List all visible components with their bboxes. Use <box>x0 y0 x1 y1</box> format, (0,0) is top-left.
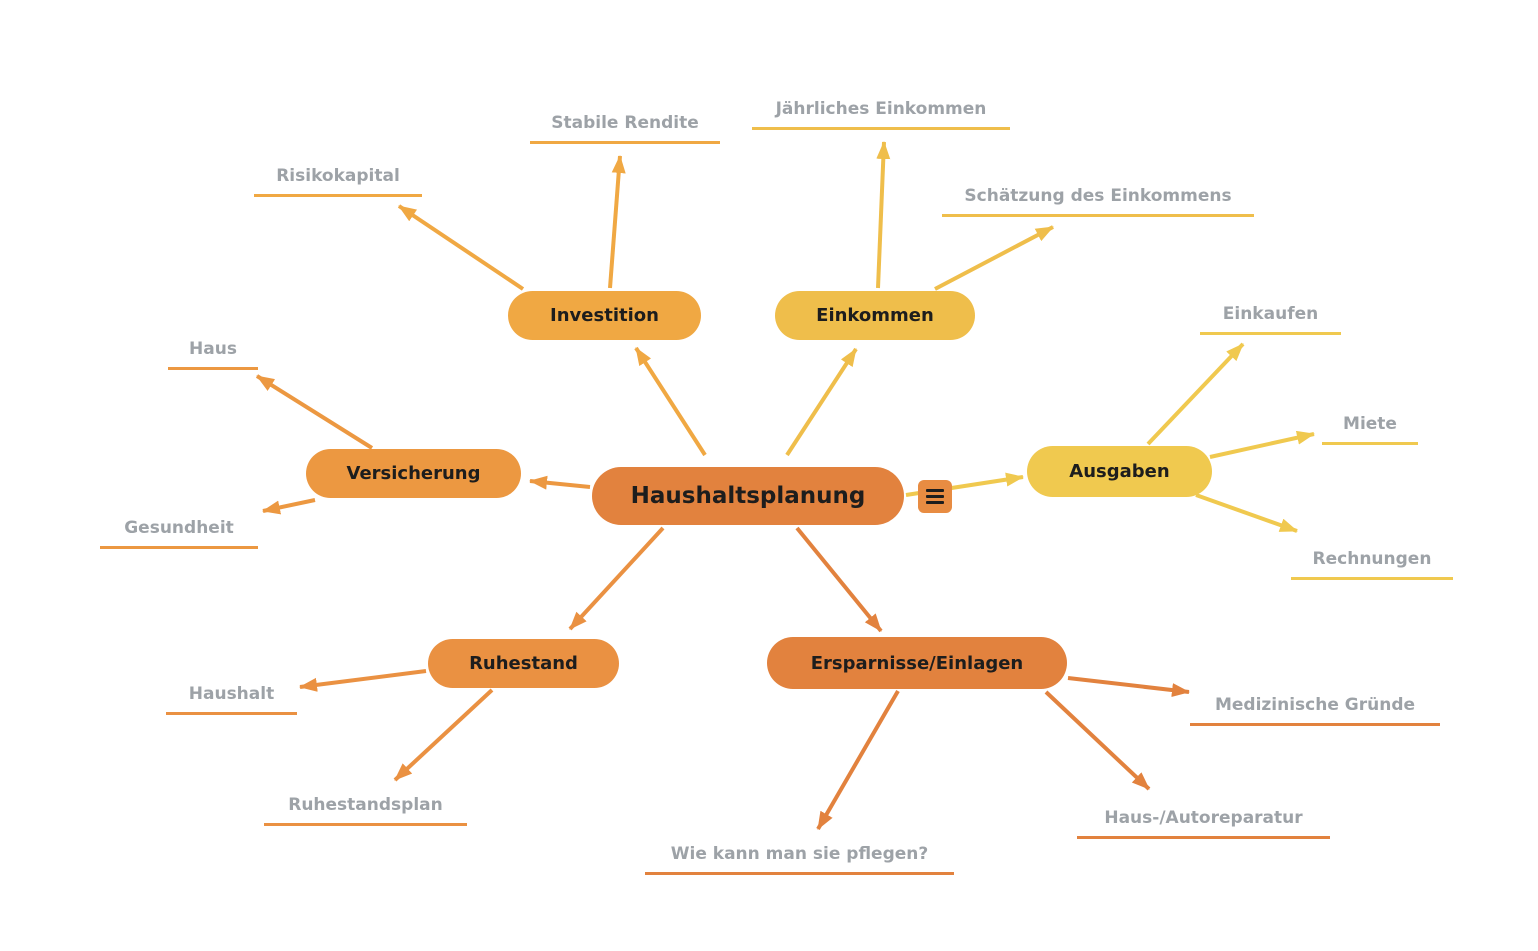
edge-ausgaben-miete <box>1209 430 1315 459</box>
leaf-rechnungen[interactable]: Rechnungen <box>1291 549 1453 580</box>
edge-ausgaben-einkaufen <box>1146 342 1245 446</box>
node-einkommen[interactable]: Einkommen <box>775 291 975 340</box>
leaf-gesundheit[interactable]: Gesundheit <box>100 518 258 549</box>
leaf-risikokapital[interactable]: Risikokapital <box>254 166 422 197</box>
edge-center-versicherung <box>529 475 591 490</box>
menu-icon[interactable] <box>918 480 952 513</box>
edge-ruhestand-ruhestandsplan <box>393 688 494 782</box>
edge-einkommen-schaetzung <box>934 225 1054 291</box>
leaf-schaetzung-des-einkommens[interactable]: Schätzung des Einkommens <box>942 186 1254 217</box>
leaf-medizinische-gruende[interactable]: Medizinische Gründe <box>1190 695 1440 726</box>
leaf-jaehrliches-einkommen[interactable]: Jährliches Einkommen <box>752 99 1010 130</box>
node-versicherung[interactable]: Versicherung <box>306 449 521 498</box>
menu-icon-bar <box>926 501 944 504</box>
edge-center-ersparnisse <box>795 526 883 633</box>
edge-center-einkommen <box>785 347 858 457</box>
menu-icon-bar <box>926 489 944 492</box>
edge-versicherung-gesundheit <box>262 498 316 515</box>
leaf-haus-autoreparatur[interactable]: Haus-/Autoreparatur <box>1077 808 1330 839</box>
edge-versicherung-haus <box>255 374 374 450</box>
leaf-einkaufen[interactable]: Einkaufen <box>1200 304 1341 335</box>
edge-center-ruhestand <box>568 526 665 631</box>
leaf-stabile-rendite[interactable]: Stabile Rendite <box>530 113 720 144</box>
edge-ersparnisse-haus-autoreparatur <box>1044 690 1151 791</box>
edge-ersparnisse-pflegen <box>816 689 900 831</box>
node-haushaltsplanung[interactable]: Haushaltsplanung <box>592 467 904 525</box>
leaf-haus[interactable]: Haus <box>168 339 258 370</box>
edge-center-investition <box>634 346 707 457</box>
leaf-wie-kann-man-sie-pflegen[interactable]: Wie kann man sie pflegen? <box>645 844 954 875</box>
node-investition[interactable]: Investition <box>508 291 701 340</box>
node-ausgaben[interactable]: Ausgaben <box>1027 446 1212 497</box>
edge-ruhestand-haushalt <box>299 669 427 692</box>
leaf-haushalt[interactable]: Haushalt <box>166 684 297 715</box>
edge-einkommen-jaehrliches-einkommen <box>876 141 891 289</box>
leaf-miete[interactable]: Miete <box>1322 414 1418 445</box>
node-ersparnisse-einlagen[interactable]: Ersparnisse/Einlagen <box>767 637 1067 689</box>
menu-icon-bar <box>926 495 944 498</box>
edge-ersparnisse-medizinische-gruende <box>1067 676 1190 697</box>
edge-investition-risikokapital <box>397 204 525 291</box>
node-ruhestand[interactable]: Ruhestand <box>428 639 619 688</box>
edge-investition-stabile-rendite <box>608 155 626 289</box>
edge-ausgaben-rechnungen <box>1195 493 1298 533</box>
leaf-ruhestandsplan[interactable]: Ruhestandsplan <box>264 795 467 826</box>
